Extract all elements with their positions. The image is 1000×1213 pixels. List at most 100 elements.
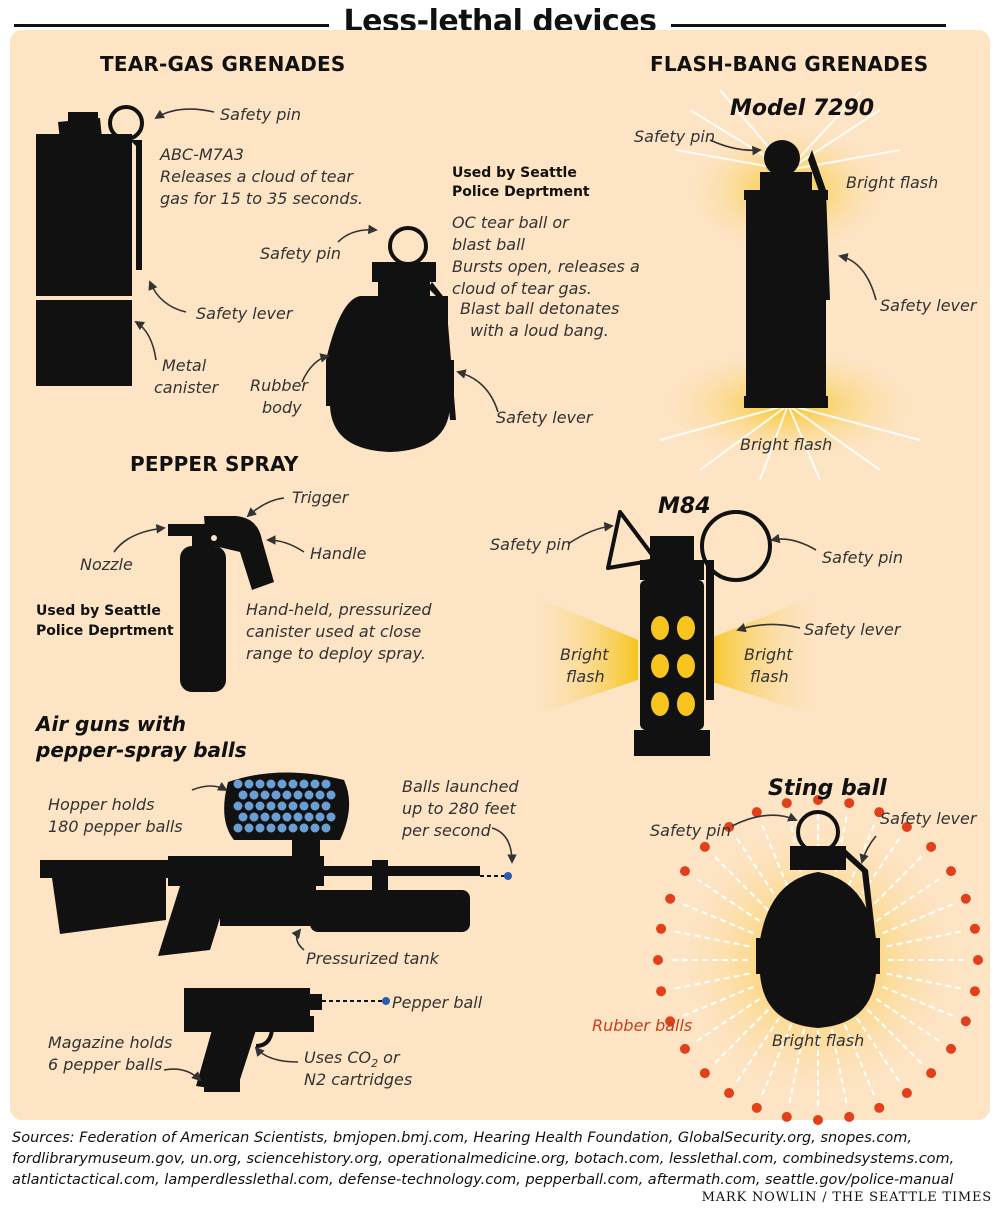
m7a3-desc-2: gas for 15 to 35 seconds. — [160, 189, 363, 208]
flash-ray — [843, 1024, 877, 1099]
rubber-ball — [724, 821, 735, 832]
flash-ray — [886, 972, 966, 991]
rubber-ball — [926, 1068, 937, 1079]
pepper-ball-label: Pepper ball — [392, 993, 483, 1012]
hopper-ball — [288, 823, 298, 833]
rubber-ball — [813, 1115, 823, 1125]
sources-line-2: fordlibrarymuseum.gov, un.org, sciencehi… — [12, 1151, 955, 1167]
ball-used-by-1: Used by Seattle — [452, 165, 577, 181]
m84-grenade-icon — [520, 510, 830, 756]
flash-ray — [866, 1008, 925, 1067]
flash-ray — [759, 1024, 793, 1099]
m84-safety-pin-right-label: Safety pin — [822, 548, 904, 567]
hopper-ball — [233, 779, 243, 789]
hopper-ball — [282, 790, 292, 800]
hopper-ball — [244, 779, 254, 789]
hopper-ball — [255, 801, 265, 811]
hopper-ball — [249, 790, 259, 800]
rubber-ball — [969, 923, 980, 934]
balls-launched-label-3: per second — [402, 821, 491, 840]
hopper-ball — [255, 823, 265, 833]
ball-desc-5: Blast ball detonates — [460, 299, 620, 318]
hopper-ball — [310, 801, 320, 811]
m84-bright-left: Bright — [560, 645, 609, 664]
model-7290-bright-flash-top: Bright flash — [846, 173, 939, 192]
balls-launched-label-2: up to 280 feet — [402, 799, 516, 818]
hopper-ball — [315, 790, 325, 800]
rubber-ball — [699, 1068, 710, 1079]
hopper-ball — [277, 779, 287, 789]
sting-ball-safety-pin-label: Safety pin — [650, 821, 732, 840]
magazine-label-2: 6 pepper balls — [48, 1055, 163, 1074]
rubber-ball — [844, 798, 855, 809]
hopper-ball — [249, 812, 259, 822]
rubber-ball — [751, 807, 762, 818]
ball-desc-4: cloud of tear gas. — [452, 279, 592, 298]
sting-ball-name: Sting ball — [768, 776, 887, 801]
rubber-ball — [969, 986, 980, 997]
hopper-ball — [244, 823, 254, 833]
magazine-label-1: Magazine holds — [48, 1033, 173, 1052]
ball-body-label-1: Rubber — [250, 376, 308, 395]
pressurized-tank-label: Pressurized tank — [306, 949, 439, 968]
title-rule-right — [646, 24, 946, 27]
flash-ray — [875, 875, 944, 922]
hopper-ball — [310, 823, 320, 833]
model-7290-safety-lever-label: Safety lever — [880, 296, 977, 315]
flash-ray — [759, 821, 793, 896]
hopper-ball — [260, 812, 270, 822]
rubber-ball — [699, 841, 710, 852]
m7a3-name: ABC-M7A3 — [160, 145, 244, 164]
ball-safety-pin-label: Safety pin — [260, 244, 342, 263]
sources-line-3: atlantictactical.com, lamperdlesslethal.… — [12, 1172, 954, 1188]
hopper-label-1: Hopper holds — [48, 795, 155, 814]
sting-ball-grenade-icon — [653, 795, 983, 1125]
hopper-ball — [260, 790, 270, 800]
flash-ray — [843, 821, 877, 896]
flash-ray — [856, 1017, 903, 1086]
heading-pepper-spray: PEPPER SPRAY — [130, 452, 299, 476]
flash-ray — [679, 901, 754, 935]
cartridges-label-2: N2 cartridges — [304, 1070, 413, 1089]
ball-used-by-2: Police Deprtment — [452, 184, 590, 200]
rubber-ball — [653, 955, 663, 965]
hopper-ball — [238, 790, 248, 800]
rubber-ball — [781, 798, 792, 809]
rubber-ball — [901, 821, 912, 832]
heading-tear-gas: TEAR-GAS GRENADES — [100, 52, 346, 76]
tear-ball-grenade-icon — [326, 226, 456, 452]
pepper-used-by-1: Used by Seattle — [36, 603, 161, 619]
m84-safety-pin-left-label: Safety pin — [490, 535, 572, 554]
rubber-ball — [844, 1111, 855, 1122]
hopper-ball — [288, 801, 298, 811]
m84-name: M84 — [658, 494, 711, 519]
hopper-ball — [293, 812, 303, 822]
hopper-ball — [326, 790, 336, 800]
balls-launched-label-1: Balls launched — [402, 777, 519, 796]
flash-ray — [711, 1008, 770, 1067]
rubber-ball — [656, 986, 667, 997]
ball-desc-2: blast ball — [452, 235, 525, 254]
rubber-ball — [960, 893, 971, 904]
rubber-ball — [679, 866, 690, 877]
ball-desc-3: Bursts open, releases a — [452, 257, 640, 276]
pepper-desc-1: Hand-held, pressurized — [246, 600, 432, 619]
pepper-desc-2: canister used at close — [246, 622, 422, 641]
flash-ray — [692, 875, 761, 922]
rubber-ball — [926, 841, 937, 852]
sting-ball-safety-lever-label: Safety lever — [880, 809, 977, 828]
flash-ray — [886, 929, 966, 948]
ball-desc-1: OC tear ball or — [452, 213, 569, 232]
flash-ray — [670, 972, 750, 991]
m7a3-grenade-icon — [36, 105, 144, 386]
flash-ray — [733, 834, 780, 903]
flash-ray — [787, 1028, 806, 1108]
m84-safety-lever-label: Safety lever — [804, 620, 901, 639]
pepper-nozzle-label: Nozzle — [80, 555, 133, 574]
rubber-ball — [813, 795, 823, 805]
flash-ray — [711, 853, 770, 912]
flash-ray — [875, 998, 944, 1045]
flash-ray — [866, 853, 925, 912]
flash-ray — [733, 1017, 780, 1086]
